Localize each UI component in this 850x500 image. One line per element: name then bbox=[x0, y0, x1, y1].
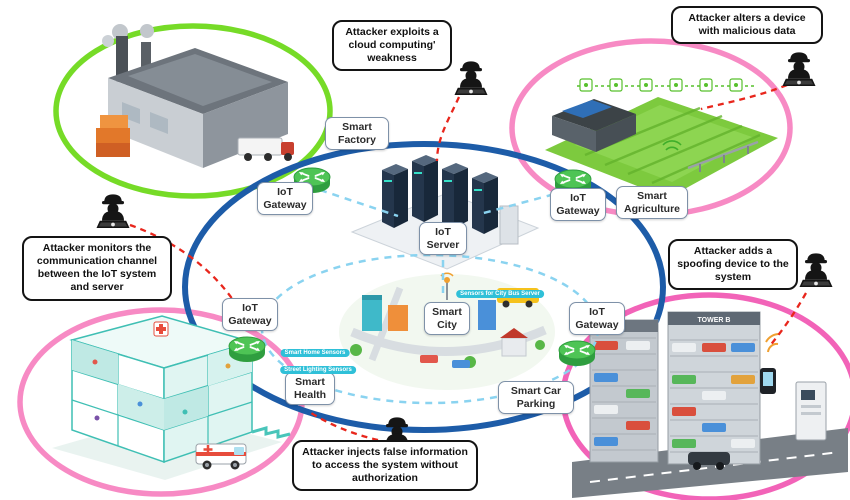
car-icon bbox=[688, 452, 730, 470]
attacker-icon-spoofing bbox=[799, 253, 833, 287]
smart-home-sensors-chip: Smart Home Sensors bbox=[280, 349, 350, 357]
attack-path-agriculture bbox=[700, 83, 788, 111]
smart-factory-ring bbox=[53, 23, 333, 199]
factory-truck-icon bbox=[237, 137, 294, 161]
red-cross-icon bbox=[153, 321, 169, 337]
callout-inject-false-info: Attacker injects false information to ac… bbox=[292, 440, 478, 492]
iot-core-ring bbox=[182, 141, 666, 433]
attack-path-spoofing bbox=[768, 292, 808, 348]
smart-agriculture-illustration bbox=[545, 78, 778, 198]
attacker-icon-agriculture bbox=[782, 52, 816, 86]
ambulance-icon bbox=[195, 443, 247, 470]
street-lighting-sensors-chip: Street Lighting Sensors bbox=[280, 366, 356, 374]
smart-car-parking-label: Smart Car Parking bbox=[498, 381, 574, 415]
handheld-device-icon bbox=[760, 368, 776, 394]
smart-health-illustration bbox=[52, 315, 291, 480]
parking-tower-left bbox=[589, 319, 659, 463]
iot-gateway-agriculture-label: IoT Gateway bbox=[550, 188, 606, 222]
smart-factory-illustration bbox=[96, 24, 294, 168]
wifi-icon bbox=[662, 140, 682, 151]
solar-panel-icon bbox=[562, 100, 612, 118]
callout-cloud-weakness: Attacker exploits a cloud computing' wea… bbox=[332, 20, 452, 72]
parking-tower-b: TOWER B bbox=[667, 311, 761, 465]
iot-gateway-icon-parking bbox=[558, 340, 596, 367]
iot-gateway-factory-label: IoT Gateway bbox=[257, 182, 313, 216]
iot-gateway-icon-health bbox=[228, 336, 266, 363]
callout-spoofing-device: Attacker adds a spoofing device to the s… bbox=[668, 239, 798, 291]
smart-agriculture-label: Smart Agriculture bbox=[616, 186, 688, 220]
smart-factory-label: Smart Factory bbox=[325, 117, 389, 151]
attacker-icon-monitor bbox=[96, 194, 130, 228]
smart-health-label: Smart Health bbox=[285, 372, 335, 406]
iot-gateway-health-label: IoT Gateway bbox=[222, 298, 278, 332]
payment-kiosk-icon bbox=[795, 381, 827, 441]
link-gateway-factory-server bbox=[319, 188, 399, 218]
tower-b-label: TOWER B bbox=[698, 317, 731, 324]
attack-path-inject bbox=[307, 410, 379, 442]
attack-path-cloud bbox=[435, 96, 461, 162]
attacker-icon-cloud bbox=[454, 61, 488, 95]
callout-malicious-data: Attacker alters a device with malicious … bbox=[671, 6, 823, 45]
agriculture-sensor-icons bbox=[579, 78, 743, 92]
city-bus-sensors-chip: Sensors for City Bus Server bbox=[456, 290, 544, 298]
smart-car-parking-illustration: TOWER B bbox=[572, 311, 848, 498]
iot-server-label: IoT Server bbox=[419, 222, 467, 256]
iot-gateway-parking-label: IoT Gateway bbox=[569, 302, 625, 336]
server-rack-icons bbox=[382, 155, 498, 234]
callout-monitor-channel: Attacker monitors the communication chan… bbox=[22, 236, 172, 301]
smart-city-label: Smart City bbox=[424, 302, 470, 336]
